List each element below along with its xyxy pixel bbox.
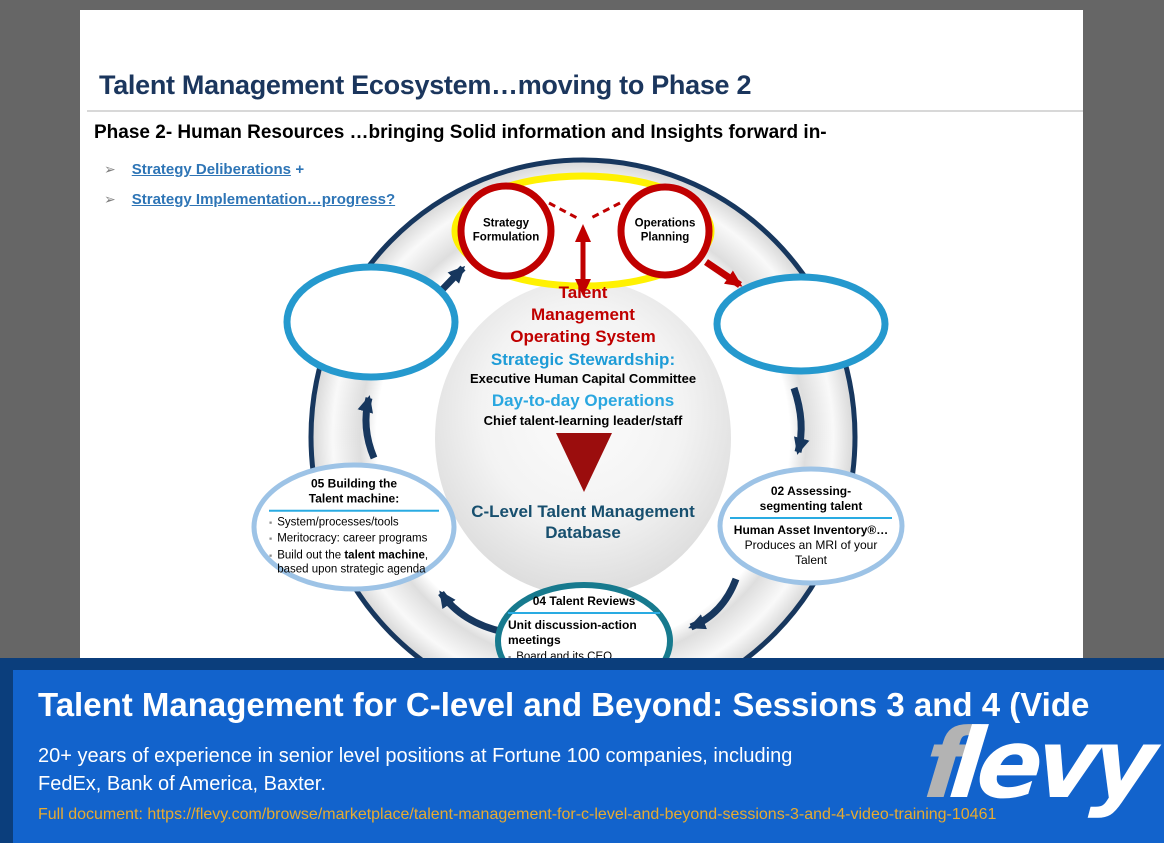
strategic-stewardship-heading: Strategic Stewardship: xyxy=(490,350,676,369)
operations-planning-label: Operations Planning xyxy=(634,217,696,244)
slide-title: Talent Management Ecosystem…moving to Ph… xyxy=(99,70,752,100)
title-divider xyxy=(87,110,1083,112)
database-label: C-Level Talent Management Database xyxy=(471,502,695,542)
node-02-assessing-segmenting: 02 Assessing- segmenting talent Human As… xyxy=(730,484,892,568)
node-04-title: 04 Talent Reviews xyxy=(508,594,660,614)
strategy-deliberations-link[interactable]: Strategy Deliberations xyxy=(131,161,291,178)
bullet-suffix: + xyxy=(295,161,305,178)
bottom-banner: Talent Management for C-level and Beyond… xyxy=(0,658,1164,843)
arrow-bullet-icon: ➢ xyxy=(104,191,116,207)
node-05-building-talent-machine: 05 Building the Talent machine: ▪ System/… xyxy=(269,477,439,578)
square-bullet-icon: ▪ xyxy=(269,534,273,545)
node-02-line1: Human Asset Inventory®… xyxy=(733,523,889,537)
full-document-link[interactable]: Full document: https://flevy.com/browse/… xyxy=(38,806,997,823)
node-04-talent-reviews: 04 Talent Reviews Unit discussion-action… xyxy=(508,594,660,664)
day-to-day-operations-detail: Chief talent-learning leader/staff xyxy=(483,413,683,428)
node-05-bullet: System/processes/tools xyxy=(277,516,399,529)
center-title: Talent Management Operating System xyxy=(510,283,656,346)
node-02-title: 02 Assessing- segmenting talent xyxy=(730,484,892,519)
strategy-implementation-link[interactable]: Strategy Implementation…progress? xyxy=(131,191,396,208)
flevy-logo[interactable]: flevy xyxy=(919,708,1156,820)
square-bullet-icon: ▪ xyxy=(269,550,273,561)
document-description: 20+ years of experience in senior level … xyxy=(38,745,793,795)
arrow-bullet-icon: ➢ xyxy=(104,161,116,177)
node-02-line2: Produces an MRI of your Talent xyxy=(744,538,878,567)
square-bullet-icon: ▪ xyxy=(269,517,273,528)
node-04-line1: Unit discussion-action meetings xyxy=(508,618,637,647)
slide-subtitle: Phase 2- Human Resources …bringing Solid… xyxy=(94,122,827,143)
strategy-formulation-label: Strategy Formulation xyxy=(472,217,540,244)
node-05-bullet: Build out the talent machine, based upon… xyxy=(277,549,429,576)
day-to-day-operations-heading: Day-to-day Operations xyxy=(491,391,675,410)
bullet-strategy-deliberations: ➢ Strategy Deliberations + xyxy=(104,161,304,179)
node-05-bullet: Meritocracy: career programs xyxy=(277,533,428,546)
bullet-strategy-implementation: ➢ Strategy Implementation…progress? xyxy=(104,191,395,208)
banner-panel: Talent Management for C-level and Beyond… xyxy=(13,670,1164,843)
flevy-logo-levy: levy xyxy=(944,708,1156,820)
document-title: Talent Management for C-level and Beyond… xyxy=(38,686,1090,723)
strategic-stewardship-detail: Executive Human Capital Committee xyxy=(469,371,697,386)
node-05-title: 05 Building the Talent machine: xyxy=(269,477,439,512)
